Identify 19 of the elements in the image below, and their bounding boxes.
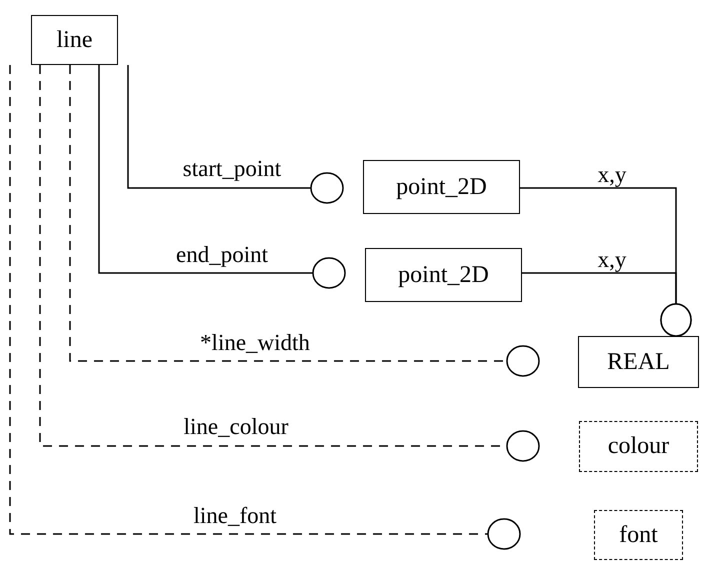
entity-box: REAL <box>578 336 699 388</box>
edge-label: end_point <box>176 243 268 266</box>
edge-label: x,y <box>598 248 626 271</box>
entity-box: font <box>594 510 683 560</box>
connector-line <box>69 65 540 377</box>
edge-label: x,y <box>598 163 626 186</box>
entity-box: point_2D <box>363 160 520 214</box>
edge-label: line_colour <box>184 415 288 438</box>
edge-label: start_point <box>182 157 282 180</box>
connector-line <box>9 65 521 550</box>
edge-label: *line_width <box>200 331 310 354</box>
connector-line <box>98 65 346 289</box>
connector-line <box>39 65 540 462</box>
entity-box: colour <box>579 421 698 472</box>
edge-label: line_font <box>193 504 277 527</box>
connector-line <box>522 272 692 337</box>
connector-line <box>127 65 344 204</box>
entity-box: line <box>31 15 118 65</box>
entity-box: point_2D <box>365 248 522 302</box>
